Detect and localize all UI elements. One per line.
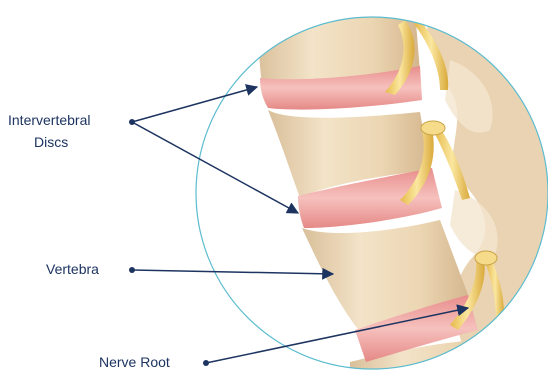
nerve-root-label: Nerve Root — [99, 352, 170, 373]
discs-label-line2: Discs — [34, 132, 68, 153]
discs-label-line1: Intervertebral — [8, 110, 90, 131]
magnified-view — [190, 10, 548, 372]
vertebra-label: Vertebra — [46, 259, 99, 280]
